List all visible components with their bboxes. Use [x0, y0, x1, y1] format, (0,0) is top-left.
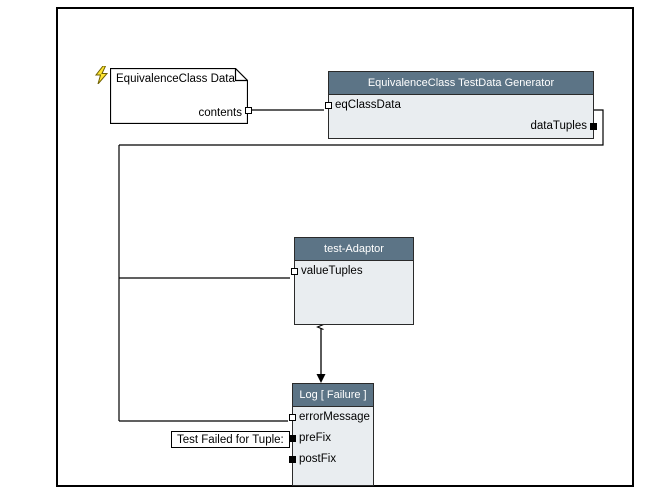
port-row-postfix[interactable]: postFix — [289, 449, 373, 470]
port-errormessage[interactable] — [289, 414, 296, 421]
node-title: EquivalenceClass Data — [116, 73, 235, 85]
port-label-postfix: postFix — [299, 453, 337, 465]
port-valuetuples[interactable] — [291, 268, 298, 275]
node-title: Log [ Failure ] — [293, 384, 373, 407]
literal-test-failed-for-tuple[interactable]: Test Failed for Tuple: — [171, 431, 290, 448]
port-label-eqclassdata: eqClassData — [335, 99, 401, 111]
node-body: valueTuples — [291, 261, 413, 324]
node-title: test-Adaptor — [295, 238, 413, 261]
node-equivalenceclass-data[interactable]: EquivalenceClass Data contents — [110, 68, 252, 124]
lightning-bolt-icon — [94, 66, 109, 84]
port-postfix[interactable] — [289, 456, 296, 463]
port-label-prefix: preFix — [299, 432, 331, 444]
port-label-valuetuples: valueTuples — [301, 265, 363, 277]
node-equivalenceclass-testdata-generator[interactable]: EquivalenceClass TestData Generator eqCl… — [325, 71, 597, 139]
port-row-errormessage[interactable]: errorMessage — [289, 407, 373, 428]
port-label-errormessage: errorMessage — [299, 411, 370, 423]
port-row-eqclassdata[interactable]: eqClassData — [325, 95, 593, 116]
port-row-valuetuples[interactable]: valueTuples — [291, 261, 413, 282]
node-body: errorMessage preFix postFix — [289, 407, 373, 485]
port-datatuples[interactable] — [590, 123, 597, 130]
port-row-datatuples[interactable]: dataTuples — [329, 116, 597, 137]
port-row-prefix[interactable]: preFix — [289, 428, 373, 449]
port-label-datatuples: dataTuples — [530, 120, 587, 132]
note-shape — [110, 68, 248, 124]
node-body: eqClassData dataTuples — [325, 95, 597, 138]
node-test-adaptor[interactable]: test-Adaptor valueTuples — [291, 237, 414, 325]
node-title: EquivalenceClass TestData Generator — [329, 72, 593, 95]
port-label-contents: contents — [198, 107, 242, 119]
port-prefix[interactable] — [289, 435, 296, 442]
port-eqclassdata[interactable] — [325, 102, 332, 109]
port-contents[interactable] — [245, 107, 252, 114]
node-log-failure[interactable]: Log [ Failure ] errorMessage preFix post… — [289, 383, 374, 486]
